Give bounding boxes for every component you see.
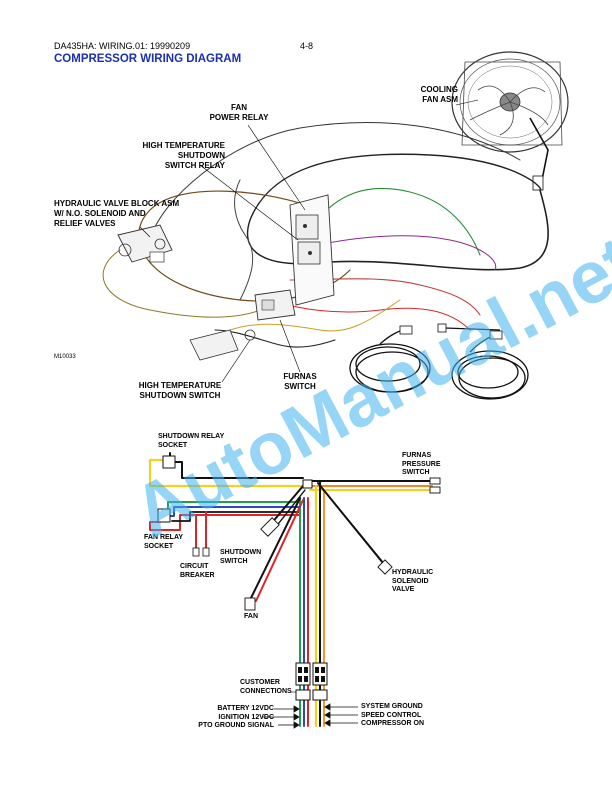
label-line: COOLING (420, 85, 458, 94)
label-line: SOCKET (158, 441, 188, 449)
label-line: FAN ASM (422, 95, 458, 104)
coiled-pigtails (349, 327, 529, 400)
furnas-switch-label: FURNAS SWITCH (275, 372, 325, 392)
cooling-fan-label: COOLING FAN ASM (404, 85, 458, 105)
label-line: HIGH TEMPERATURE (138, 381, 222, 390)
label-line: SHUTDOWN RELAY (158, 433, 225, 440)
label-line: SHUTDOWN (177, 151, 225, 160)
high-temp-relay-label: HIGH TEMPERATURE SHUTDOWN SWITCH RELAY (100, 141, 225, 171)
terminal-ignition-label: IGNITION 12VDC (218, 713, 274, 721)
leader-lines (139, 99, 479, 383)
label-line: SOCKET (144, 542, 174, 550)
document-reference: DA435HA: WIRING.01: 19990209 (54, 41, 191, 51)
label-line: SWITCH RELAY (164, 161, 225, 170)
high-temp-switch-label: HIGH TEMPERATURE SHUTDOWN SWITCH (125, 381, 235, 401)
label-line: FAN (231, 103, 247, 112)
label-line: CUSTOMER (240, 679, 280, 686)
terminal-speed-label: SPEED CONTROL (361, 711, 422, 719)
switch-assembly-drawing (189, 289, 296, 361)
label-line: SOLENOID (392, 577, 429, 585)
fan-label: FAN (244, 613, 258, 620)
hydraulic-block-label: HYDRAULIC VALVE BLOCK ASM W/ N.O. SOLENO… (54, 199, 214, 229)
label-line: W/ N.O. SOLENOID AND (54, 209, 146, 218)
label-line: POWER RELAY (209, 113, 269, 122)
shutdown-switch-label: SHUTDOWN SWITCH (220, 549, 261, 566)
shutdown-relay-socket-label: SHUTDOWN RELAY SOCKET (158, 433, 224, 450)
watermark-text: AutoManual.net (119, 220, 612, 554)
label-line: CONNECTIONS (240, 687, 292, 695)
label-line: SWITCH (402, 469, 430, 476)
circuit-breaker-label: CIRCUIT BREAKER (180, 563, 215, 580)
label-line: SHUTDOWN SWITCH (139, 391, 221, 400)
terminal-pto-label: PTO GROUND SIGNAL (198, 722, 274, 729)
figure-id: M10033 (54, 354, 76, 360)
hydraulic-valve-block-drawing (117, 224, 173, 263)
label-line: FAN RELAY (144, 534, 184, 541)
terminal-battery-label: BATTERY 12VDC (217, 705, 274, 712)
label-line: FURNAS (283, 372, 317, 381)
label-line: PRESSURE (402, 460, 441, 468)
label-line: VALVE (392, 586, 415, 593)
page-title: COMPRESSOR WIRING DIAGRAM (54, 53, 242, 65)
fan-power-relay-label: FAN POWER RELAY (196, 103, 282, 123)
label-line: SHUTDOWN (220, 549, 262, 556)
furnas-pressure-switch-label: FURNAS PRESSURE SWITCH (402, 452, 441, 478)
label-line: HYDRAULIC VALVE BLOCK ASM (54, 199, 180, 208)
label-line: HIGH TEMPERATURE (142, 141, 225, 150)
label-line: BREAKER (180, 571, 215, 579)
label-line: RELIEF VALVES (54, 219, 116, 228)
label-line: SWITCH (220, 557, 248, 565)
label-line: FURNAS (402, 452, 432, 459)
label-line: SWITCH (284, 382, 316, 391)
left-terminal-labels: BATTERY 12VDC IGNITION 12VDC PTO GROUND … (170, 705, 274, 731)
hydraulic-solenoid-label: HYDRAULIC SOLENOID VALVE (392, 569, 433, 595)
page-number: 4-8 (300, 41, 314, 51)
right-terminal-labels: SYSTEM GROUND SPEED CONTROL COMPRESSOR O… (361, 703, 424, 729)
terminal-compressor-label: COMPRESSOR ON (361, 720, 425, 727)
label-line: HYDRAULIC (392, 569, 434, 576)
relay-bracket-drawing (289, 194, 335, 306)
label-line: CIRCUIT (180, 563, 209, 570)
fan-relay-socket-label: FAN RELAY SOCKET (144, 534, 183, 551)
terminal-ground-label: SYSTEM GROUND (361, 703, 423, 710)
customer-connections-label: CUSTOMER CONNECTIONS (240, 679, 292, 696)
